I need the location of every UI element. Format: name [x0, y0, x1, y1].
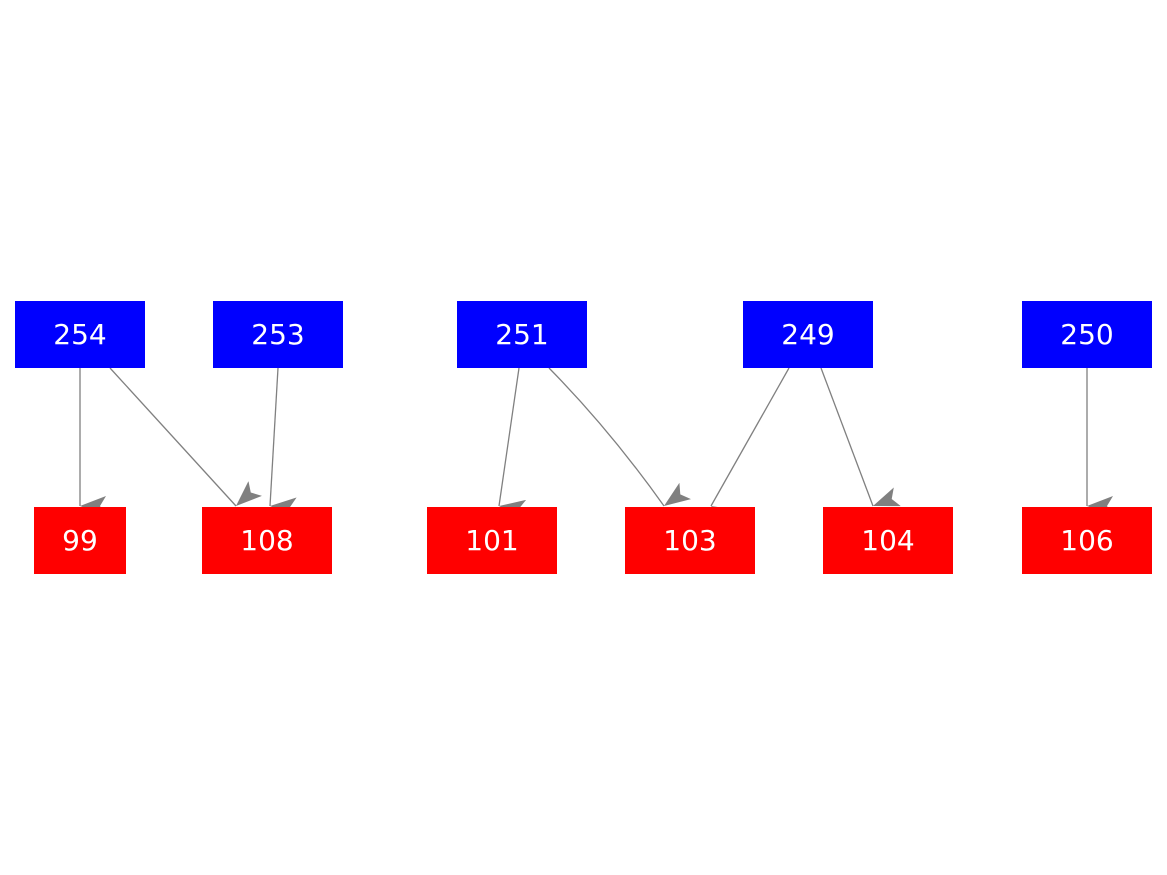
node-label: 253	[251, 318, 304, 351]
node-101[interactable]: 101	[427, 507, 557, 574]
node-99[interactable]: 99	[34, 507, 126, 574]
node-label: 251	[495, 318, 548, 351]
node-label: 101	[465, 524, 518, 557]
node-label: 99	[62, 524, 98, 557]
nodes-layer: 254 253 251 249 250 99 108 101	[15, 301, 1152, 574]
node-103[interactable]: 103	[625, 507, 755, 574]
edge-253-to-108	[269, 367, 297, 518]
edges-layer	[79, 367, 1113, 528]
node-108[interactable]: 108	[202, 507, 332, 574]
node-106[interactable]: 106	[1022, 507, 1152, 574]
node-251[interactable]: 251	[457, 301, 587, 368]
node-label: 254	[53, 318, 106, 351]
node-label: 250	[1060, 318, 1113, 351]
node-label: 104	[861, 524, 914, 557]
node-250[interactable]: 250	[1022, 301, 1152, 368]
node-253[interactable]: 253	[213, 301, 343, 368]
node-254[interactable]: 254	[15, 301, 145, 368]
node-label: 106	[1060, 524, 1113, 557]
edge-249-to-104	[820, 367, 901, 507]
node-label: 249	[781, 318, 834, 351]
node-label: 103	[663, 524, 716, 557]
edge-249-to-103	[710, 367, 790, 528]
edge-251-to-103	[548, 367, 691, 507]
node-label: 108	[240, 524, 293, 557]
edge-251-to-101	[498, 367, 527, 520]
edge-254-to-108	[109, 367, 262, 507]
node-104[interactable]: 104	[823, 507, 953, 574]
node-249[interactable]: 249	[743, 301, 873, 368]
